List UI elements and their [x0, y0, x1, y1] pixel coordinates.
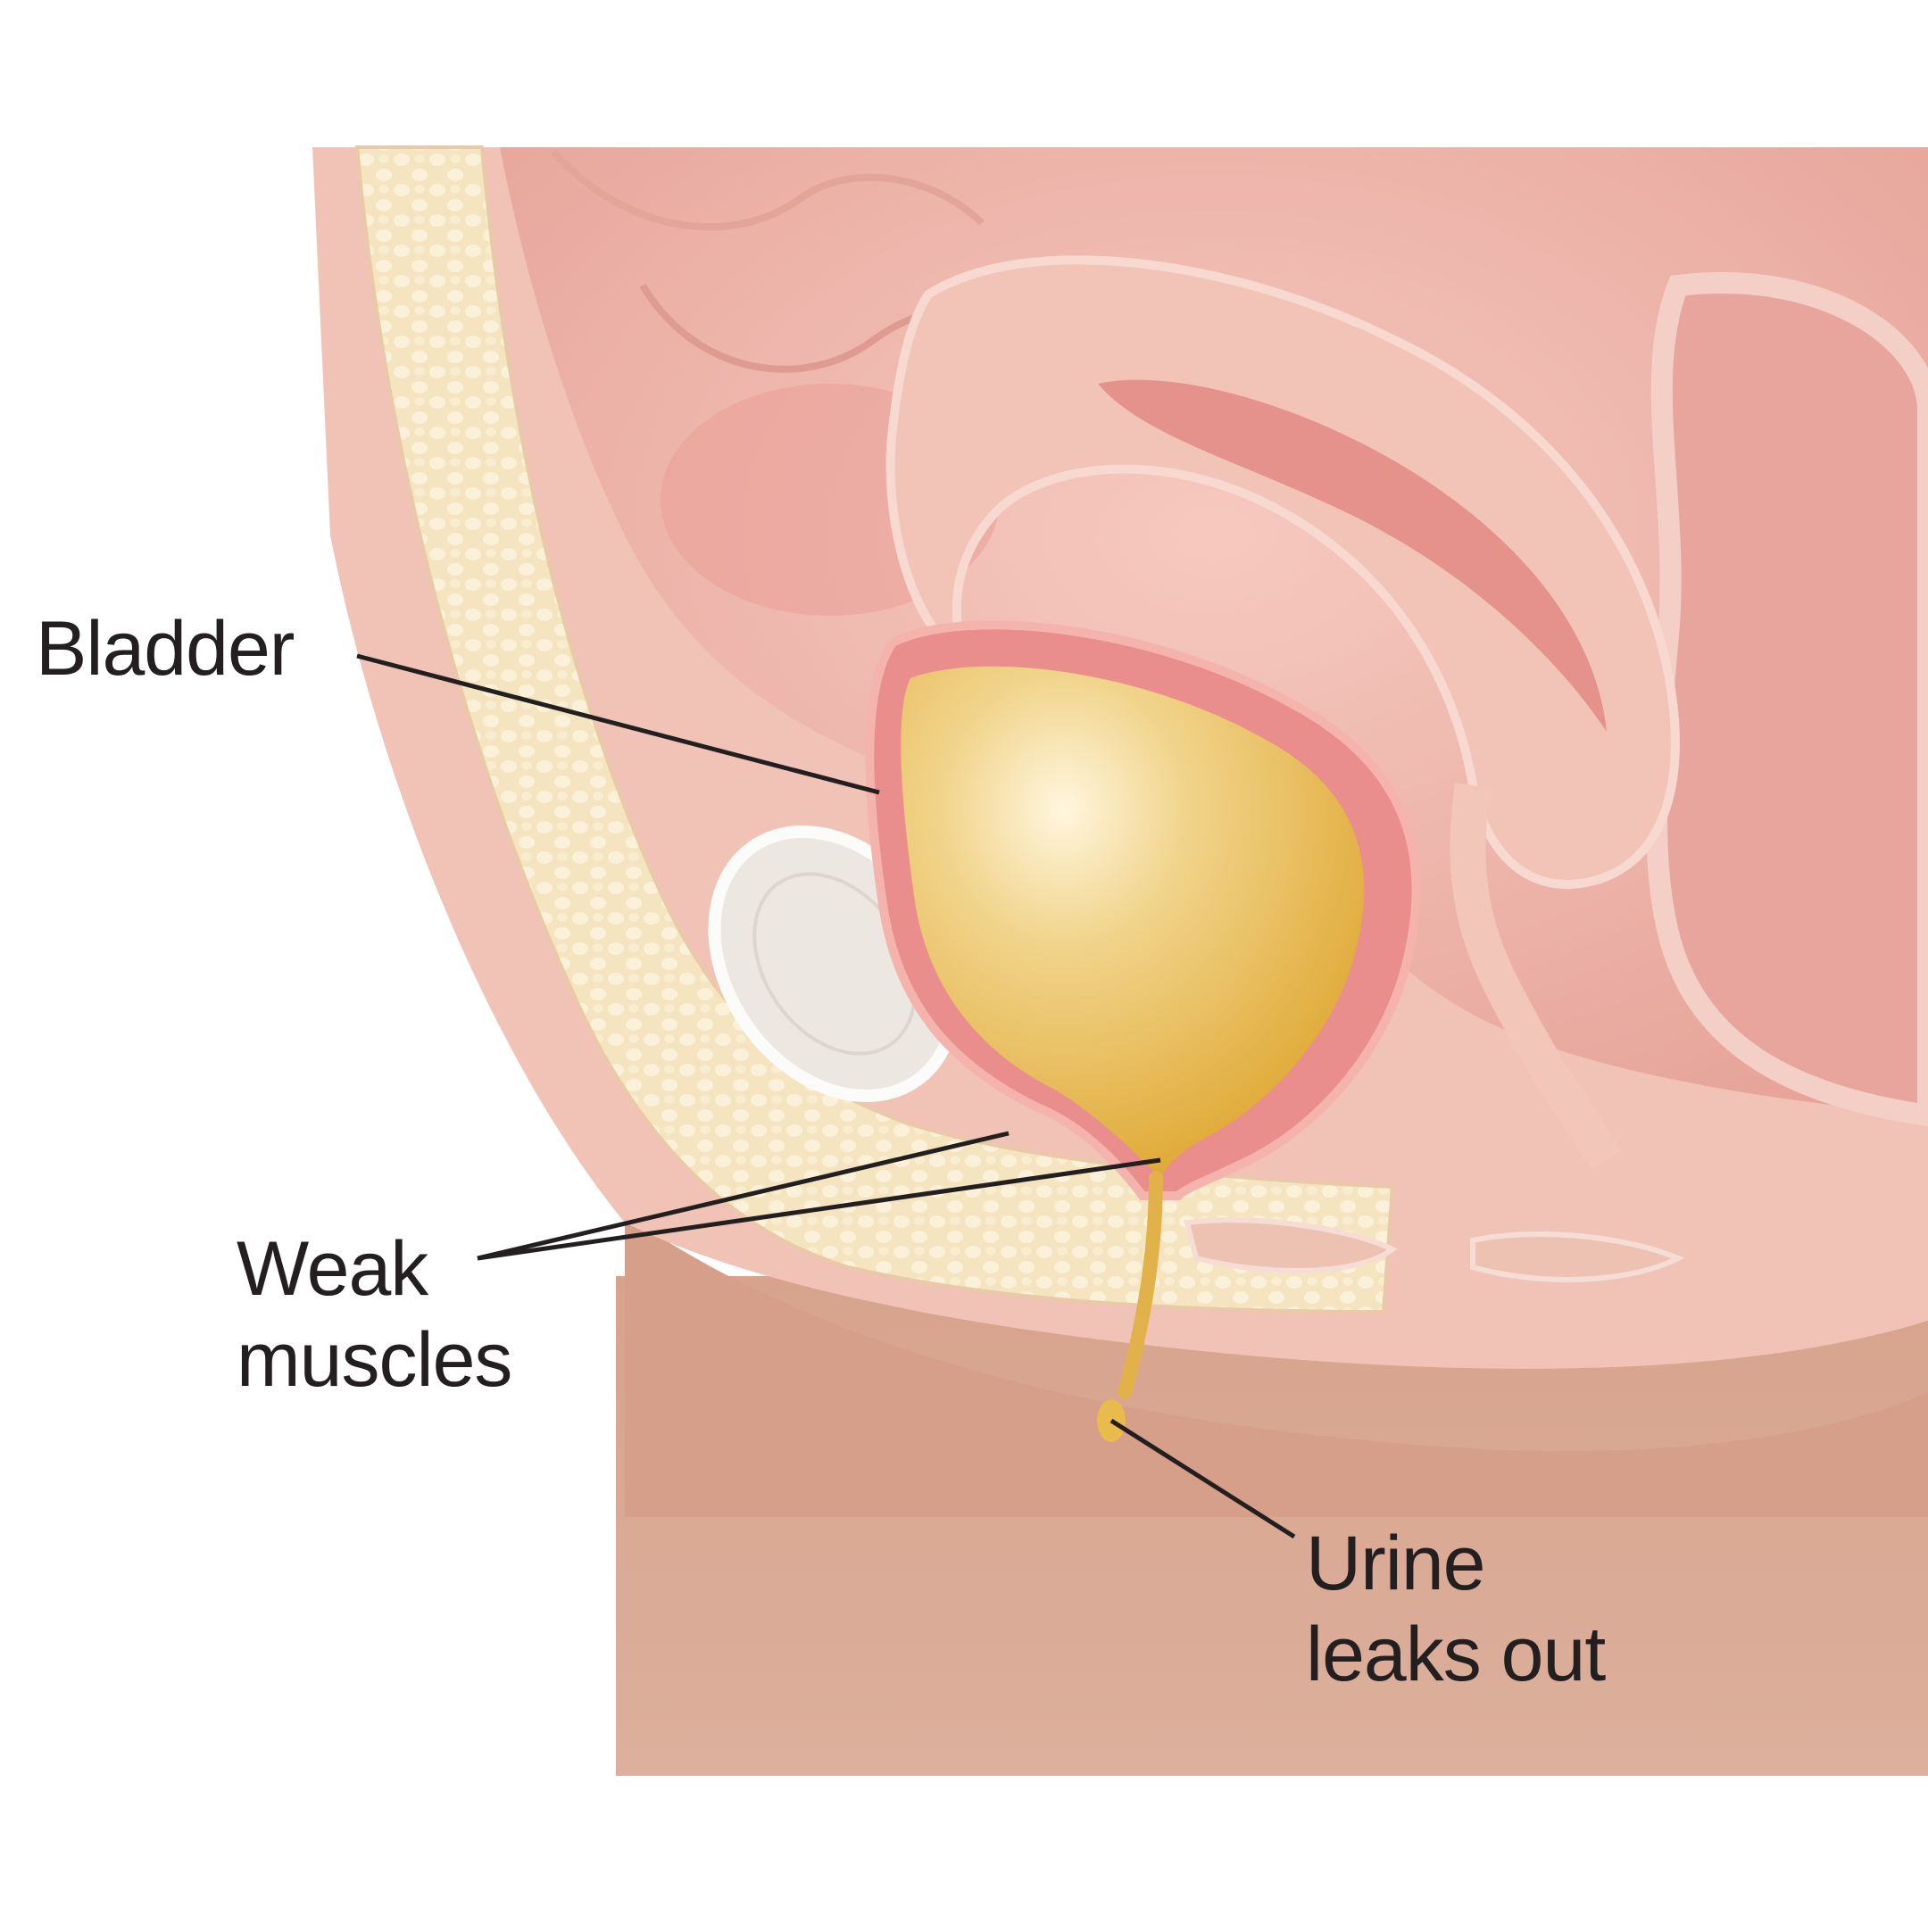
weak-muscles-label-line2: muscles — [237, 1317, 512, 1403]
weak-muscles-leader-line-2 — [477, 1157, 1161, 1261]
intestine-fold — [551, 149, 985, 231]
urine-leaks-label-line2: leaks out — [1306, 1612, 1606, 1697]
urine-leader-line — [1109, 1418, 1296, 1539]
urethra — [1118, 1171, 1163, 1399]
perineum-skin — [625, 1214, 1928, 1517]
perineal-muscle — [1470, 1231, 1685, 1282]
vagina — [1450, 783, 1622, 1171]
uterus-cavity — [1098, 379, 1607, 732]
weak-muscles-leader-line-1 — [477, 1131, 1010, 1261]
weak-muscles-label: Weak muscles — [237, 1223, 512, 1405]
bladder-label-text: Bladder — [36, 606, 295, 692]
urine-leaks-label: Urine leaks out — [1306, 1518, 1606, 1700]
urine-leaks-label-line1: Urine — [1306, 1521, 1486, 1606]
rectum — [1646, 271, 1928, 1127]
fat-layer — [354, 145, 1395, 1314]
weak-muscles-label-line1: Weak — [237, 1226, 428, 1312]
bladder-urine — [901, 666, 1365, 1178]
bladder-leader-line — [356, 653, 880, 795]
bladder-label: Bladder — [36, 603, 295, 694]
pelvic-floor-muscle — [1184, 1217, 1398, 1273]
